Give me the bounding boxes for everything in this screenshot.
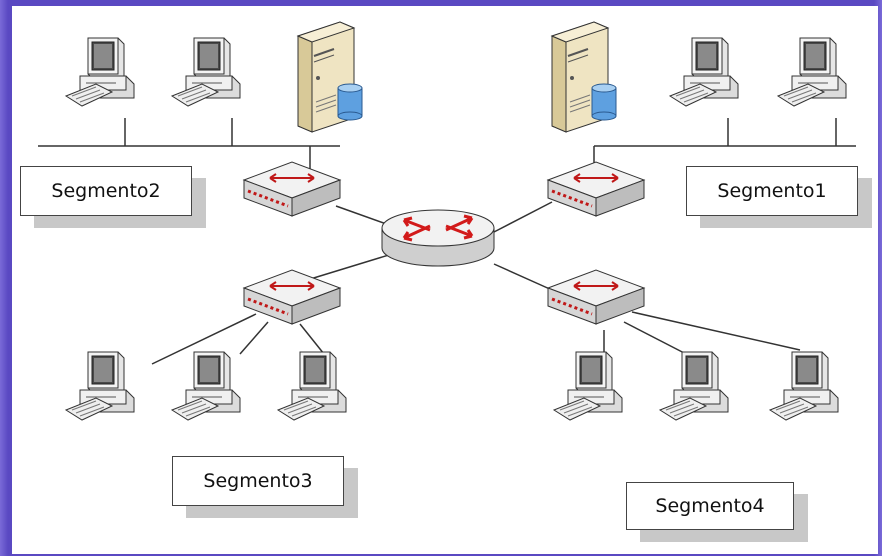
link-seg4-router (493, 263, 553, 291)
switch-icon (242, 160, 342, 218)
workstation-icon (277, 351, 347, 421)
segment1-label: Segmento1 (686, 166, 858, 216)
switch-icon (546, 268, 646, 326)
segment2-label: Segmento2 (20, 166, 192, 216)
switch-icon (242, 268, 342, 326)
workstation-icon (769, 351, 839, 421)
server-icon (551, 21, 617, 133)
router-icon (381, 209, 495, 267)
diagram-canvas (38, 21, 856, 421)
workstation-icon (777, 37, 847, 107)
link-seg1-router (493, 201, 553, 233)
segment4-label: Segmento4 (626, 482, 794, 530)
segment3-label: Segmento3 (172, 456, 344, 506)
network-diagram: Segmento2 Segmento1 Segmento3 Segmento4 (12, 6, 878, 554)
switch-icon (546, 160, 646, 218)
workstation-icon (171, 37, 241, 107)
workstation-icon (65, 37, 135, 107)
workstation-icon (171, 351, 241, 421)
workstation-icon (659, 351, 729, 421)
server-icon (297, 21, 363, 133)
workstation-icon (65, 351, 135, 421)
link-seg2-router (335, 205, 393, 227)
workstation-icon (553, 351, 623, 421)
workstation-icon (669, 37, 739, 107)
